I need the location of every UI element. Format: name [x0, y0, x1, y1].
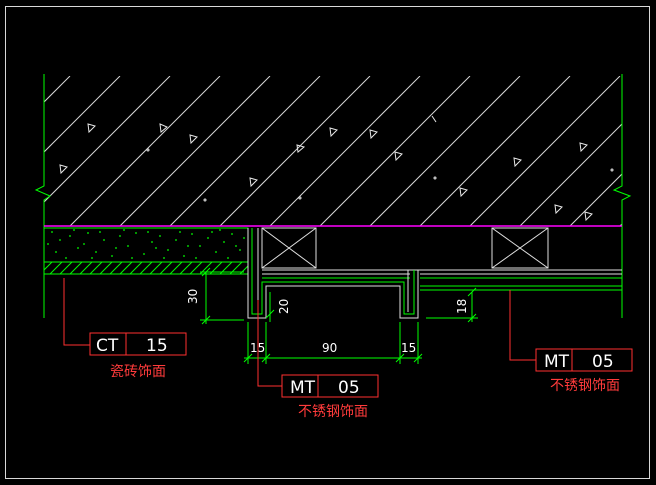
dim-left-groove-depth: 20 [277, 299, 291, 314]
left-groove-profile [247, 228, 419, 319]
tag-num-mt-center: 05 [338, 378, 360, 398]
steel-panel-layers [262, 269, 622, 275]
dimension-lines [200, 267, 478, 364]
tag-code-mt-right: MT [544, 352, 570, 372]
dim-center-span: 90 [322, 341, 337, 355]
tag-ct-15[interactable]: CT 15 瓷砖饰面 [89, 332, 187, 380]
concrete-aggregate-marks [59, 115, 614, 222]
dim-right-groove-width: 15 [401, 341, 416, 355]
viewport-border [5, 6, 650, 479]
tag-mt-05-center[interactable]: MT 05 不锈钢饰面 [281, 374, 379, 420]
leader-lines [63, 278, 536, 387]
dim-right-groove-depth: 18 [455, 299, 469, 314]
dim-left-groove-width: 15 [250, 341, 265, 355]
tag-code-ct: CT [96, 336, 119, 356]
tag-code-mt-center: MT [290, 378, 316, 398]
tag-num-ct: 15 [146, 336, 168, 356]
tag-note-mt-right: 不锈钢饰面 [550, 378, 620, 394]
concrete-slab [44, 76, 622, 226]
tile-layer [43, 227, 249, 263]
timber-block-left [261, 227, 317, 269]
tag-note-mt-center: 不锈钢饰面 [298, 404, 368, 420]
steel-panel-green [262, 277, 622, 291]
break-lines [34, 74, 632, 318]
timber-block-right [491, 227, 549, 269]
tag-mt-05-right[interactable]: MT 05 不锈钢饰面 [535, 348, 633, 394]
tag-note-ct: 瓷砖饰面 [110, 364, 166, 380]
dim-slab-offset: 30 [186, 289, 200, 304]
tag-num-mt-right: 05 [592, 352, 614, 372]
